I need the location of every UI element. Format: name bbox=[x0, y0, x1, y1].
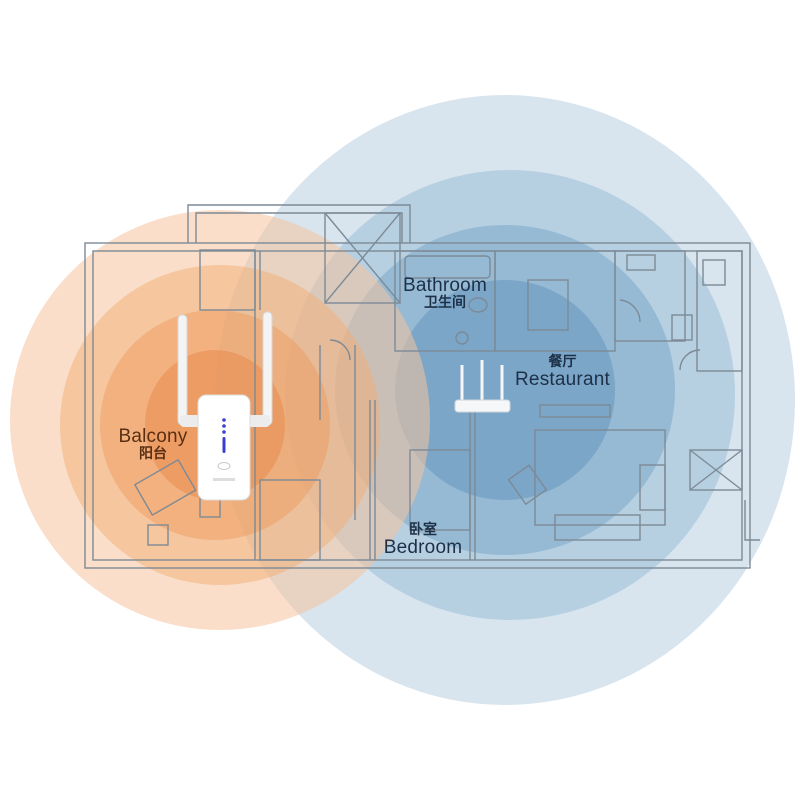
balcony-label-en: Balcony bbox=[118, 426, 188, 447]
room-label-bathroom: Bathroom 卫生间 bbox=[395, 276, 495, 311]
restaurant-label-zh: 餐厅 bbox=[548, 354, 577, 370]
restaurant-label-en: Restaurant bbox=[515, 368, 610, 390]
router-icon bbox=[454, 360, 511, 413]
range-extender-icon bbox=[177, 311, 273, 501]
room-label-balcony: Balcony 阳台 bbox=[108, 427, 198, 462]
room-label-bedroom: 卧室 Bedroom bbox=[378, 523, 468, 558]
bedroom-label-en: Bedroom bbox=[383, 536, 463, 558]
bathroom-label-en: Bathroom bbox=[403, 275, 487, 296]
balcony-label-zh: 阳台 bbox=[139, 445, 167, 462]
bedroom-label-zh: 卧室 bbox=[409, 522, 437, 538]
floorplan-walls bbox=[84, 204, 760, 569]
bathroom-label-zh: 卫生间 bbox=[424, 294, 466, 311]
room-label-restaurant: 餐厅 Restaurant bbox=[505, 355, 620, 390]
